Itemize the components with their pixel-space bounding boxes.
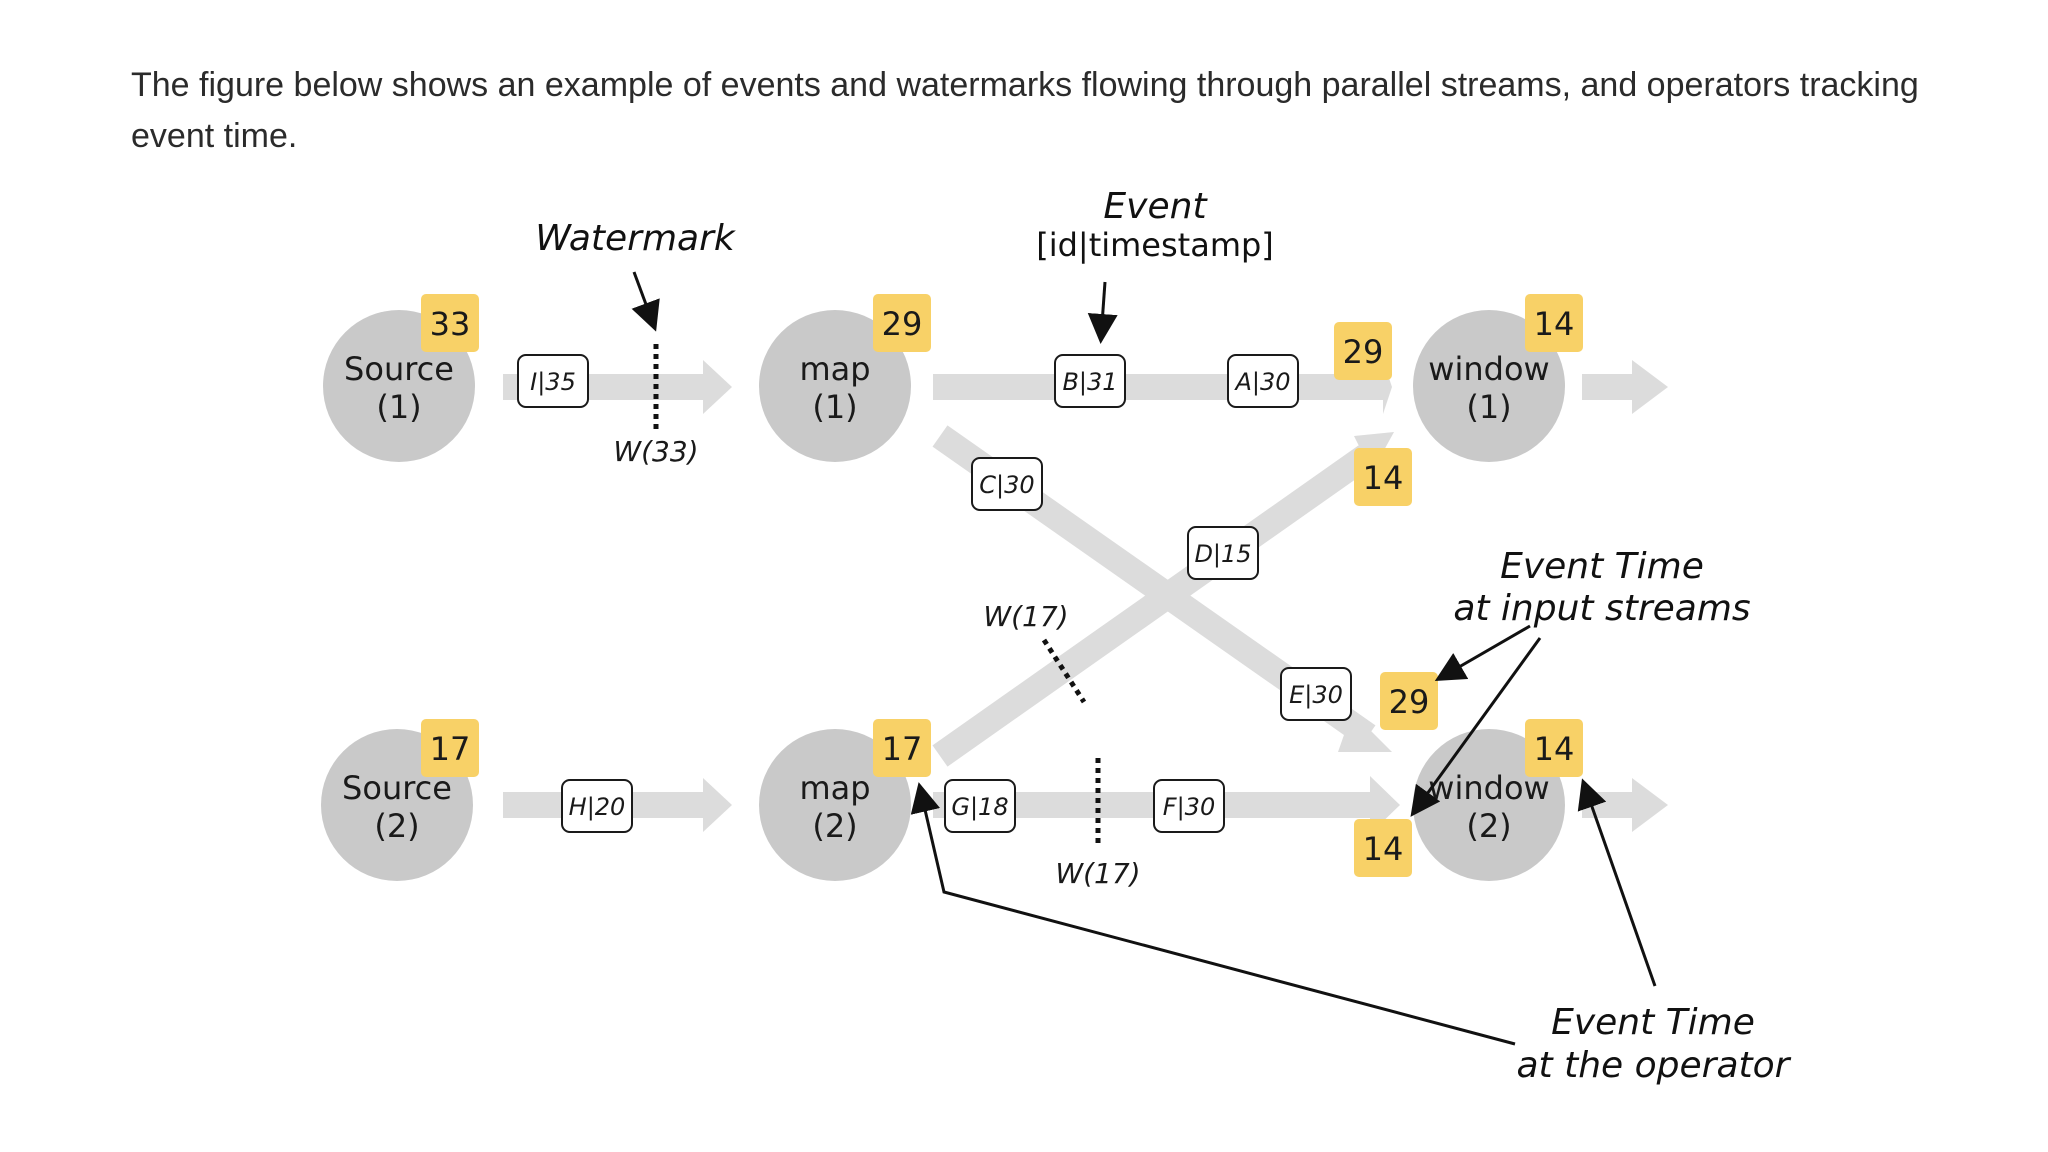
badge-window1: 14 bbox=[1525, 294, 1583, 352]
event-f30: F|30 bbox=[1153, 779, 1225, 833]
event-h20: H|20 bbox=[561, 779, 633, 833]
svg-text:(1): (1) bbox=[376, 388, 421, 426]
intro-paragraph: The figure below shows an example of eve… bbox=[131, 66, 1919, 155]
event-g18: G|18 bbox=[944, 779, 1016, 833]
watermark-w33: W(33) bbox=[613, 344, 699, 468]
annotation-event-time-operator: Event Time at the operator bbox=[910, 778, 1792, 1086]
badge-map1: 29 bbox=[873, 294, 931, 352]
svg-text:14: 14 bbox=[1363, 459, 1404, 497]
svg-text:(2): (2) bbox=[812, 807, 857, 845]
svg-text:Watermark: Watermark bbox=[535, 218, 737, 259]
svg-text:29: 29 bbox=[1389, 683, 1430, 721]
svg-text:14: 14 bbox=[1534, 730, 1575, 768]
event-i35: I|35 bbox=[517, 354, 589, 408]
event-b31: B|31 bbox=[1054, 354, 1126, 408]
event-e30: E|30 bbox=[1280, 667, 1352, 721]
svg-text:at the operator: at the operator bbox=[1517, 1045, 1792, 1086]
annotation-event-time-input: Event Time at input streams bbox=[1410, 546, 1751, 817]
svg-text:Event Time: Event Time bbox=[1551, 1002, 1755, 1043]
svg-text:14: 14 bbox=[1363, 830, 1404, 868]
svg-text:D|15: D|15 bbox=[1194, 540, 1251, 568]
event-a30: A|30 bbox=[1227, 354, 1299, 408]
svg-text:C|30: C|30 bbox=[979, 471, 1034, 499]
svg-text:29: 29 bbox=[1343, 333, 1384, 371]
svg-text:map: map bbox=[799, 350, 870, 388]
stream-window1-out bbox=[1582, 360, 1668, 414]
badge-map2: 17 bbox=[873, 719, 931, 777]
svg-text:Event Time: Event Time bbox=[1500, 546, 1704, 587]
watermark-w17-cross: W(17) bbox=[983, 600, 1087, 704]
svg-text:W(33): W(33) bbox=[613, 435, 698, 468]
badge-window2-input-bottom: 14 bbox=[1354, 819, 1412, 877]
svg-text:W(17): W(17) bbox=[983, 600, 1068, 633]
svg-text:at input streams: at input streams bbox=[1453, 588, 1750, 629]
svg-text:Event: Event bbox=[1103, 186, 1208, 227]
watermark-w17-bottom: W(17) bbox=[1055, 758, 1141, 890]
badge-source2: 17 bbox=[421, 719, 479, 777]
svg-text:B|31: B|31 bbox=[1062, 368, 1117, 396]
svg-text:33: 33 bbox=[430, 305, 471, 343]
stream-window2-out bbox=[1582, 778, 1668, 832]
event-c30: C|30 bbox=[971, 457, 1043, 511]
badge-window1-input-cross: 14 bbox=[1354, 448, 1412, 506]
svg-text:W(17): W(17) bbox=[1055, 857, 1140, 890]
annotation-event: Event [id|timestamp] bbox=[1036, 186, 1274, 344]
svg-text:(1): (1) bbox=[1466, 388, 1511, 426]
svg-text:I|35: I|35 bbox=[530, 368, 576, 396]
svg-text:map: map bbox=[799, 769, 870, 807]
event-d15: D|15 bbox=[1187, 526, 1259, 580]
svg-text:F|30: F|30 bbox=[1163, 793, 1215, 821]
svg-text:14: 14 bbox=[1534, 305, 1575, 343]
svg-text:(2): (2) bbox=[374, 807, 419, 845]
svg-text:Source: Source bbox=[344, 350, 454, 388]
svg-text:A|30: A|30 bbox=[1233, 368, 1290, 396]
svg-text:(1): (1) bbox=[812, 388, 857, 426]
badge-source1: 33 bbox=[421, 294, 479, 352]
stream-map1-to-window1 bbox=[933, 358, 1392, 416]
svg-text:window: window bbox=[1428, 350, 1549, 388]
annotation-watermark: Watermark bbox=[535, 218, 737, 332]
svg-text:[id|timestamp]: [id|timestamp] bbox=[1036, 226, 1274, 264]
svg-text:17: 17 bbox=[430, 730, 471, 768]
svg-text:H|20: H|20 bbox=[569, 793, 626, 821]
svg-text:17: 17 bbox=[882, 730, 923, 768]
svg-text:E|30: E|30 bbox=[1289, 681, 1343, 709]
svg-text:(2): (2) bbox=[1466, 807, 1511, 845]
badge-window2-input-cross: 29 bbox=[1380, 672, 1438, 730]
node-map1: map (1) bbox=[759, 310, 911, 462]
badge-window1-input-top: 29 bbox=[1334, 322, 1392, 380]
badge-window2: 14 bbox=[1525, 719, 1583, 777]
svg-text:29: 29 bbox=[882, 305, 923, 343]
svg-text:G|18: G|18 bbox=[951, 793, 1008, 821]
